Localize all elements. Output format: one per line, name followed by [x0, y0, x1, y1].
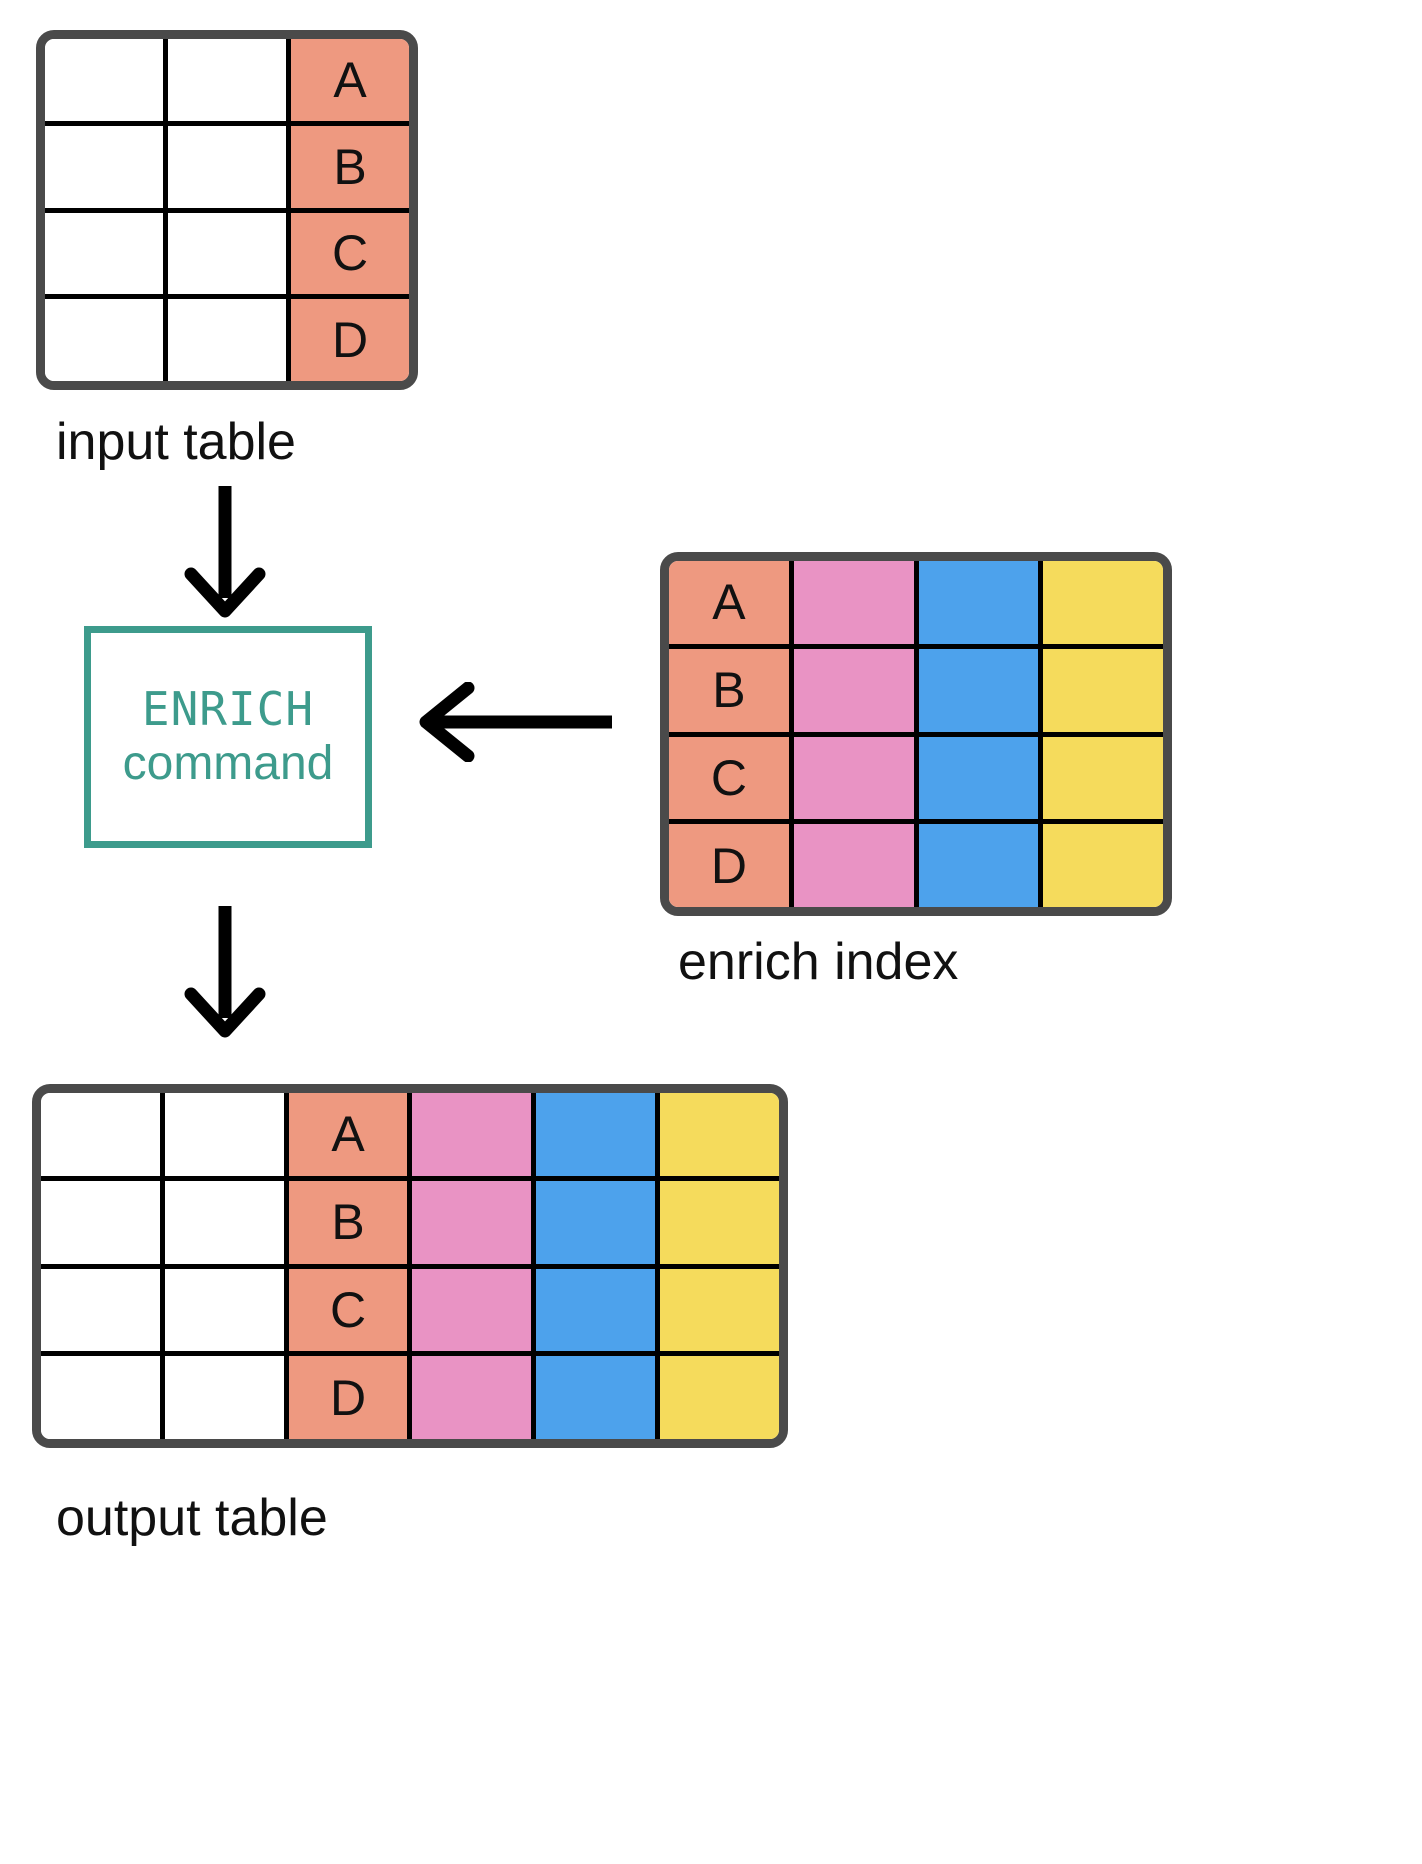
- table-cell: [407, 1093, 532, 1176]
- arrow-down-icon-command-to-output: [170, 906, 280, 1038]
- table-cell: [41, 1093, 160, 1176]
- table-row: A: [45, 39, 409, 121]
- table-cell: [913, 736, 1039, 820]
- table-cell: [655, 1093, 779, 1176]
- table-row: C: [41, 1263, 779, 1352]
- table-cell: [531, 1356, 656, 1439]
- table-cell: [45, 125, 163, 208]
- table-cell: [163, 212, 286, 295]
- table-row: B: [45, 120, 409, 208]
- table-cell: [41, 1180, 160, 1264]
- table-cell: [1038, 736, 1163, 820]
- table-cell: [1038, 648, 1163, 732]
- enrich-command-keyword: ENRICH: [141, 681, 315, 736]
- table-row: C: [45, 207, 409, 295]
- table-cell: [159, 1093, 284, 1176]
- table-cell: [45, 39, 163, 121]
- enrich-index-caption: enrich index: [678, 933, 959, 991]
- table-cell: [1038, 824, 1163, 907]
- table-row: B: [41, 1175, 779, 1264]
- arrow-down-icon-input-to-command: [170, 486, 280, 618]
- table-cell: B: [283, 1180, 408, 1264]
- table-cell: [407, 1356, 532, 1439]
- table-cell: [655, 1180, 779, 1264]
- table-cell: [913, 648, 1039, 732]
- table-cell: D: [286, 299, 409, 381]
- table-cell: [788, 736, 914, 820]
- table-cell: C: [286, 212, 409, 295]
- table-cell: [407, 1268, 532, 1352]
- enrich-command-box[interactable]: ENRICH command: [84, 626, 372, 848]
- table-cell: [163, 299, 286, 381]
- table-cell: [45, 299, 163, 381]
- table-cell: [159, 1180, 284, 1264]
- table-row: D: [41, 1351, 779, 1439]
- table-row: D: [669, 819, 1163, 907]
- table-row: A: [41, 1093, 779, 1176]
- enrich-command-word: command: [122, 736, 334, 790]
- table-row: C: [669, 731, 1163, 820]
- table-cell: D: [669, 824, 789, 907]
- table-cell: [655, 1356, 779, 1439]
- table-cell: [163, 125, 286, 208]
- output-table-caption: output table: [56, 1489, 328, 1547]
- table-cell: B: [669, 648, 789, 732]
- table-cell: A: [669, 561, 789, 644]
- table-cell: [531, 1180, 656, 1264]
- table-cell: [159, 1268, 284, 1352]
- table-cell: [788, 561, 914, 644]
- table-cell: [913, 824, 1039, 907]
- table-cell: C: [283, 1268, 408, 1352]
- table-cell: [1038, 561, 1163, 644]
- table-cell: [159, 1356, 284, 1439]
- table-cell: [407, 1180, 532, 1264]
- table-row: B: [669, 643, 1163, 732]
- table-cell: [531, 1268, 656, 1352]
- table-cell: B: [286, 125, 409, 208]
- table-cell: [163, 39, 286, 121]
- table-cell: C: [669, 736, 789, 820]
- table-row: A: [669, 561, 1163, 644]
- table-cell: [41, 1268, 160, 1352]
- input-table-caption: input table: [56, 413, 296, 471]
- table-cell: [788, 824, 914, 907]
- table-cell: A: [283, 1093, 408, 1176]
- table-cell: [913, 561, 1039, 644]
- table-cell: [655, 1268, 779, 1352]
- table-cell: A: [286, 39, 409, 121]
- table-cell: [45, 212, 163, 295]
- table-cell: [41, 1356, 160, 1439]
- table-cell: [531, 1093, 656, 1176]
- table-cell: [788, 648, 914, 732]
- table-row: D: [45, 294, 409, 381]
- arrow-left-icon-index-to-command: [412, 681, 612, 763]
- table-cell: D: [283, 1356, 408, 1439]
